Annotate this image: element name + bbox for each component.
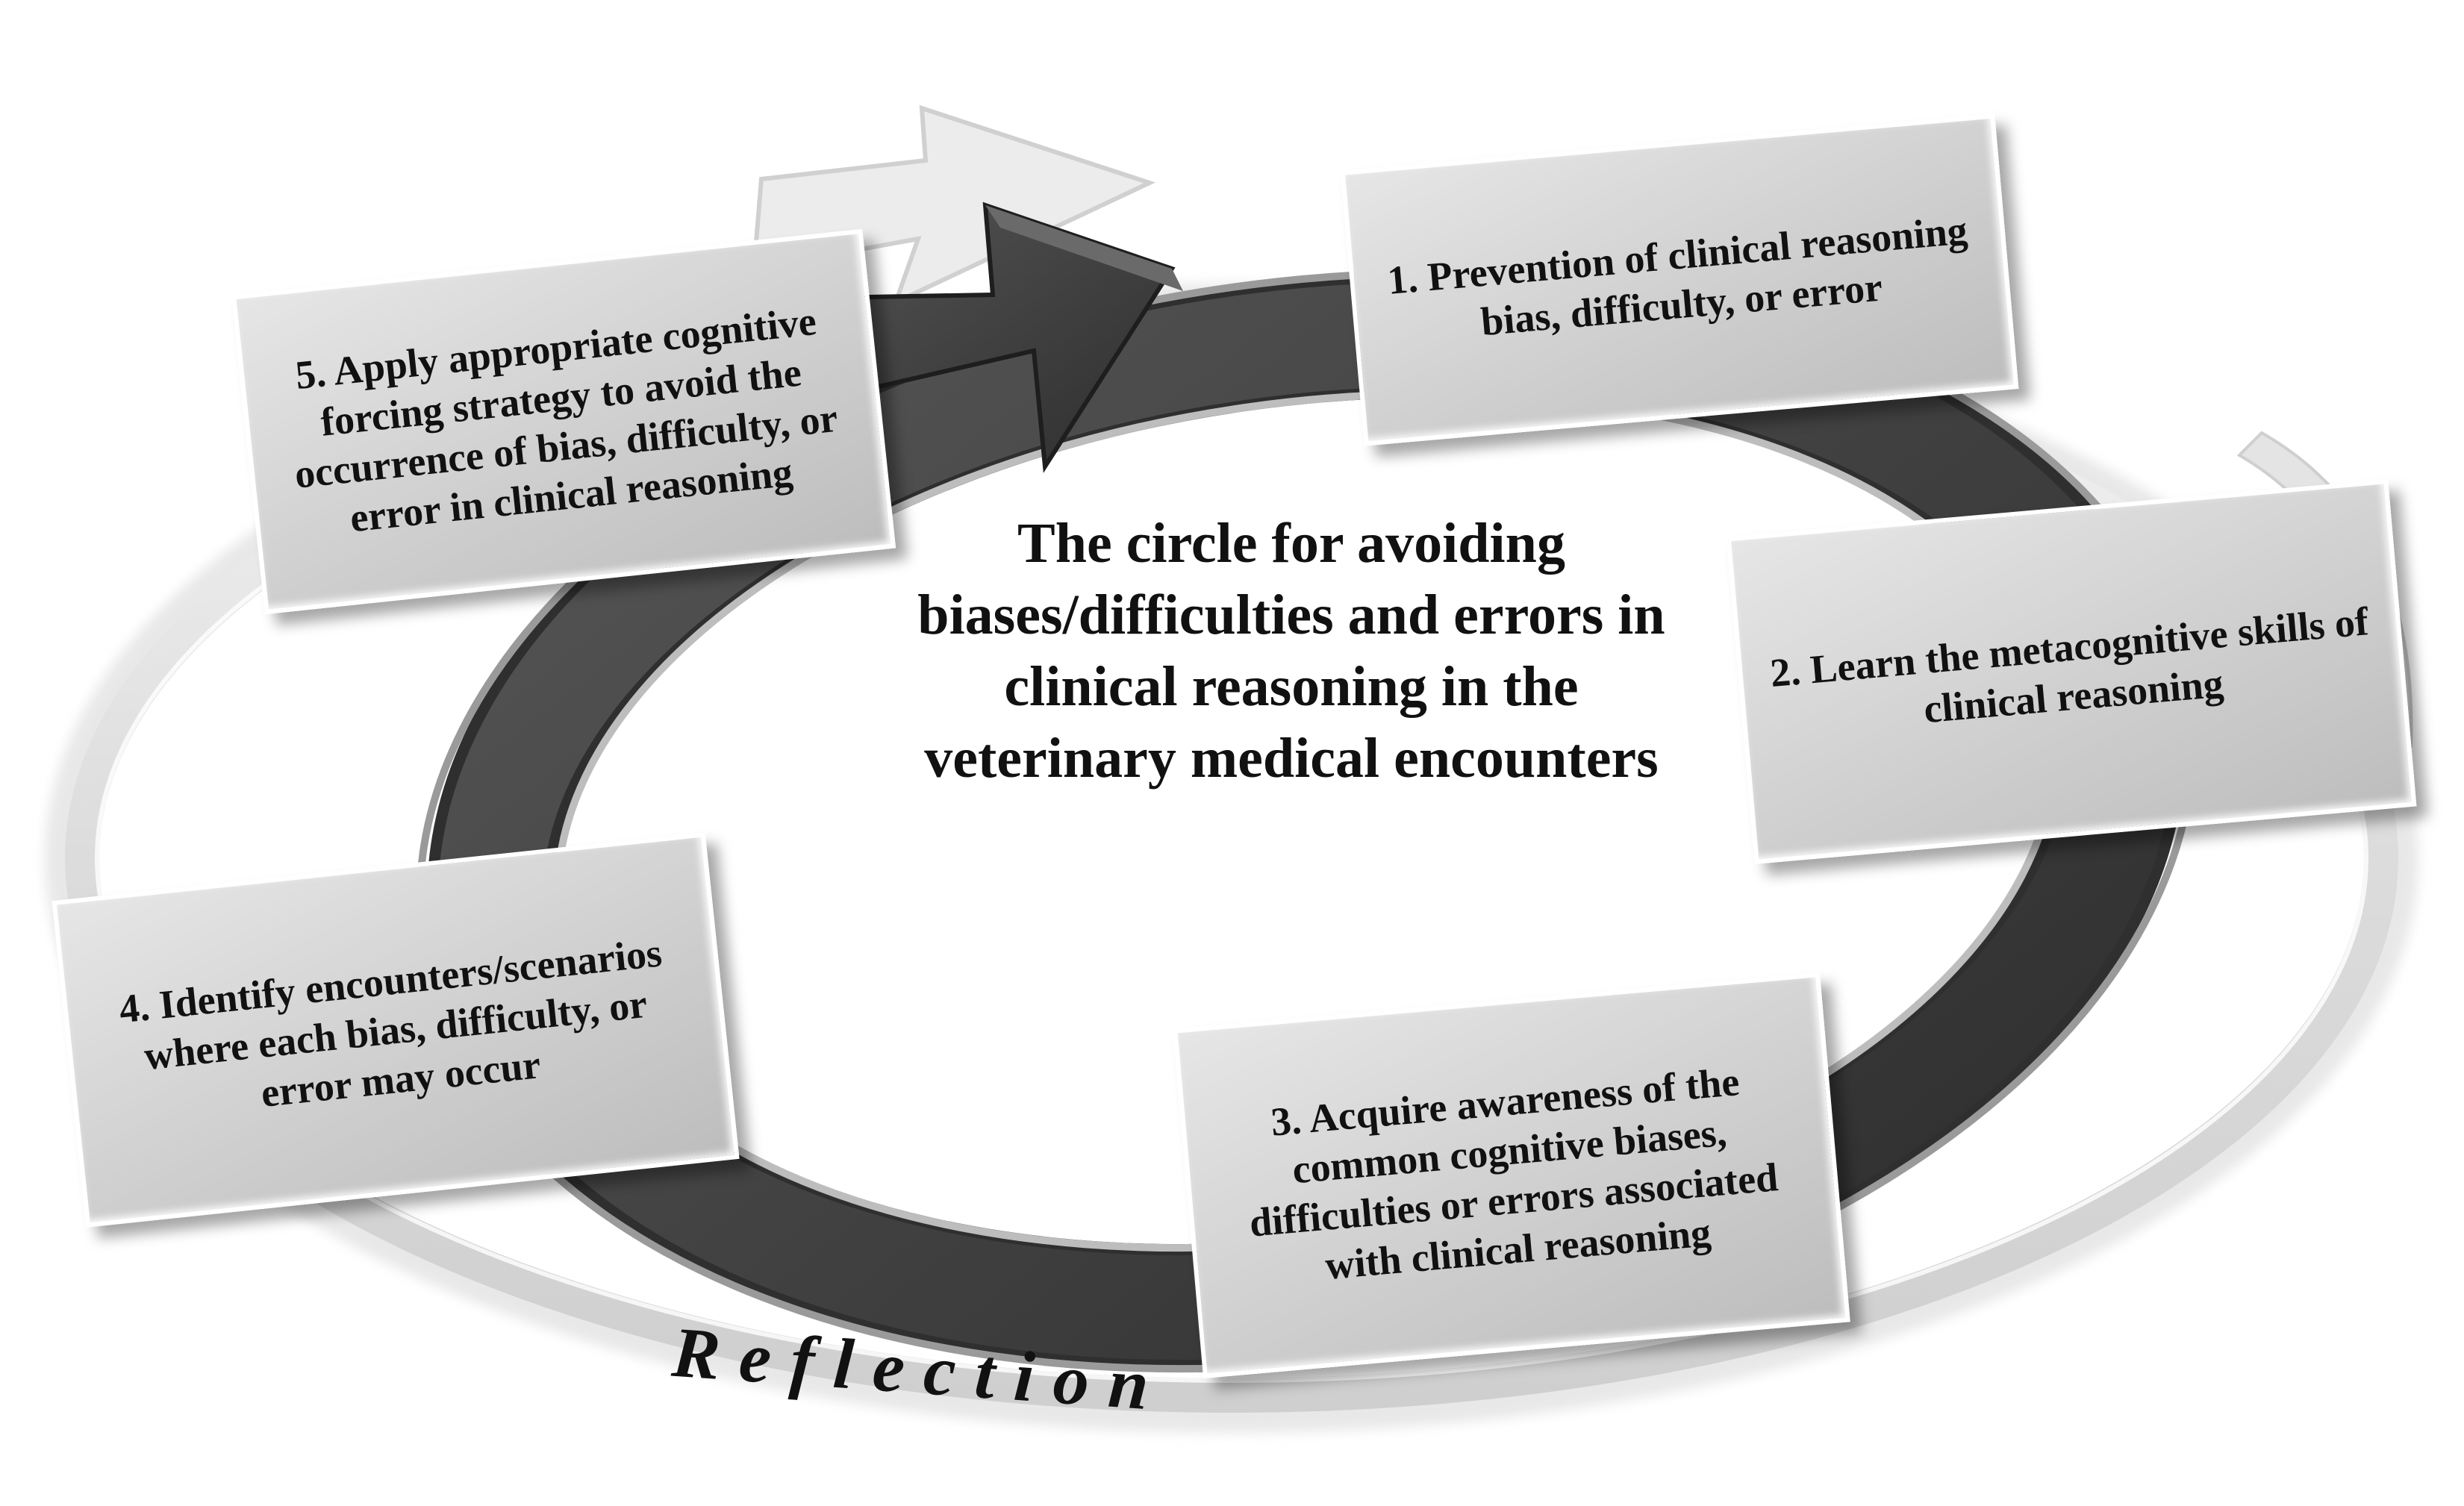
cycle-arrow-head bbox=[781, 201, 1183, 473]
center-title: The circle for avoiding biases/difficult… bbox=[917, 512, 1665, 790]
step-1-box: 1. Prevention of clinical reasoning bias… bbox=[1340, 113, 2019, 446]
step-5-box: 5. Apply appropriate cognitive forcing s… bbox=[231, 228, 896, 615]
step-2-label: 2. Learn the metacognitive skills of cli… bbox=[1768, 599, 2371, 732]
step-1-label: 1. Prevention of clinical reasoning bias… bbox=[1385, 207, 1969, 345]
step-3-box: 3. Acquire awareness of the common cogni… bbox=[1173, 972, 1850, 1379]
step-3-label: 3. Acquire awareness of the common cogni… bbox=[1247, 1059, 1780, 1289]
step-4-box: 4. Identify encounters/scenarios where e… bbox=[52, 832, 740, 1228]
step-4-label: 4. Identify encounters/scenarios where e… bbox=[116, 930, 664, 1116]
step-2-box: 2. Learn the metacognitive skills of cli… bbox=[1726, 479, 2417, 864]
step-5-label: 5. Apply appropriate cognitive forcing s… bbox=[292, 299, 840, 541]
